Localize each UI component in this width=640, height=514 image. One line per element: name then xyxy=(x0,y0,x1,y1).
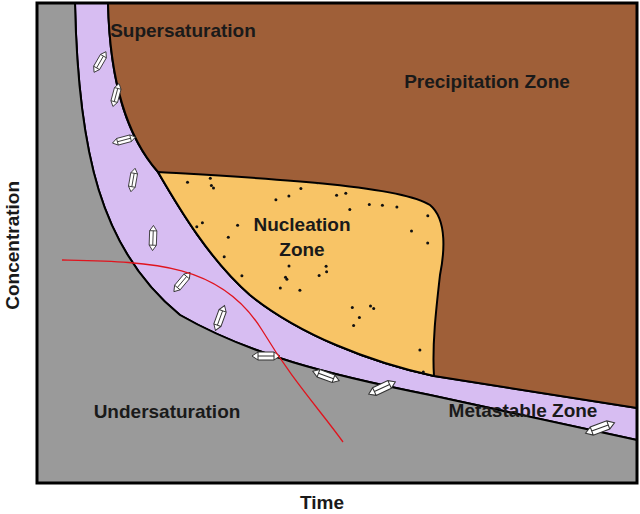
nucleation-dot xyxy=(426,242,429,245)
nucleation-dot xyxy=(422,371,425,374)
region-label: Metastable Zone xyxy=(449,399,598,424)
nucleation-dot xyxy=(209,177,212,180)
nucleation-dot xyxy=(227,236,230,239)
nucleation-dot xyxy=(335,194,338,197)
nucleation-dot xyxy=(185,362,188,365)
nucleation-dot xyxy=(352,324,355,327)
axis-label: Concentration xyxy=(1,181,26,310)
nucleation-dot xyxy=(170,207,173,210)
nucleation-dot xyxy=(287,195,290,198)
nucleation-dot xyxy=(195,225,198,228)
nucleation-dot xyxy=(325,265,328,268)
nucleation-dot xyxy=(369,305,372,308)
nucleation-dot xyxy=(198,335,201,338)
nucleation-dot xyxy=(274,198,277,201)
axis-label: Time xyxy=(300,491,344,514)
nucleation-dot xyxy=(212,187,215,190)
nucleation-dot xyxy=(210,374,213,377)
nucleation-dot xyxy=(410,229,413,232)
nucleation-dot xyxy=(395,206,398,209)
nucleation-dot xyxy=(236,224,239,227)
nucleation-dots xyxy=(165,177,429,378)
nucleation-dot xyxy=(311,343,314,346)
nucleation-dot xyxy=(351,306,354,309)
nucleation-dot xyxy=(299,187,302,190)
crystal-symbols xyxy=(91,50,616,437)
nucleation-dot xyxy=(177,259,180,262)
nucleation-dot xyxy=(201,221,204,224)
nucleation-dot xyxy=(358,316,361,319)
region-label: Precipitation Zone xyxy=(404,70,570,95)
nucleation-dot xyxy=(165,249,168,252)
nucleation-dot xyxy=(197,265,200,268)
nucleation-dot xyxy=(318,274,321,277)
nucleation-dot xyxy=(237,368,240,371)
nucleation-dot xyxy=(288,264,291,267)
region-label: Undersaturation xyxy=(94,400,241,425)
nucleation-dot xyxy=(185,352,188,355)
plot-frame xyxy=(37,3,637,483)
nucleation-dot xyxy=(368,203,371,206)
region-label: Nucleation Zone xyxy=(242,213,362,262)
nucleation-dot xyxy=(284,276,287,279)
nucleation-dot xyxy=(426,214,429,217)
nucleation-dot xyxy=(210,184,213,187)
nucleation-dot xyxy=(348,208,351,211)
nucleation-dot xyxy=(289,351,292,354)
nucleation-dot xyxy=(372,307,375,310)
nucleation-dot xyxy=(400,370,403,373)
red-curve xyxy=(62,260,343,442)
nucleation-dot xyxy=(242,333,245,336)
nucleation-dot xyxy=(206,331,209,334)
nucleation-dot xyxy=(229,353,232,356)
nucleation-dot xyxy=(238,330,241,333)
nucleation-dot xyxy=(181,248,184,251)
nucleation-dot xyxy=(284,344,287,347)
nucleation-dot xyxy=(188,375,191,378)
nucleation-dot xyxy=(418,349,421,352)
nucleation-dot xyxy=(186,181,189,184)
nucleation-dot xyxy=(344,192,347,195)
region-label: Supersaturation xyxy=(110,19,256,44)
nucleation-dot xyxy=(166,328,169,331)
nucleation-dot xyxy=(316,181,319,184)
nucleation-dot xyxy=(279,287,282,290)
nucleation-dot xyxy=(223,255,226,258)
nucleation-dot xyxy=(345,350,348,353)
nucleation-dot xyxy=(240,274,243,277)
nucleation-dot xyxy=(381,204,384,207)
nucleation-dot xyxy=(325,270,328,273)
nucleation-dot xyxy=(227,343,230,346)
nucleation-dot xyxy=(298,289,301,292)
